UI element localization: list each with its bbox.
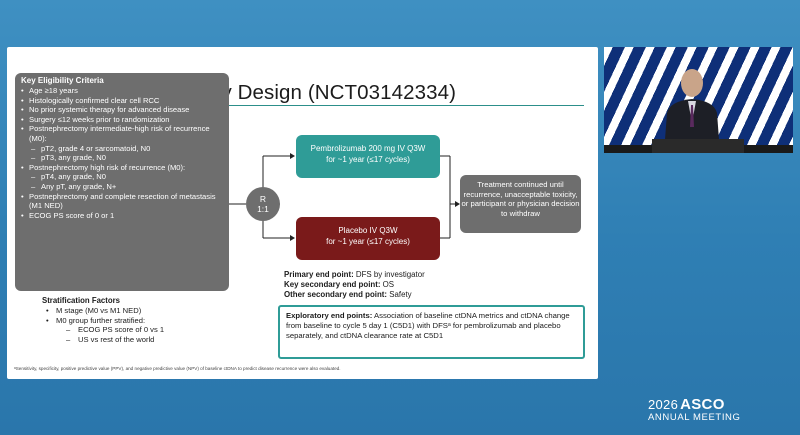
title-divider (32, 105, 584, 106)
arm-a-line1: Pembrolizumab 200 mg IV Q3W (310, 144, 426, 153)
arm-b-line1: Placebo IV Q3W (338, 226, 398, 235)
placebo-arm: Placebo IV Q3W for ~1 year (≤17 cycles) (296, 217, 440, 260)
logo-subtitle: ANNUAL MEETING (648, 412, 741, 423)
arm-b-line2: for ~1 year (≤17 cycles) (326, 236, 410, 246)
speaker-video (604, 47, 793, 153)
stratification-factors: Stratification Factors M stage (M0 vs M1… (28, 296, 228, 344)
stratification-list: M stage (M0 vs M1 NED)M0 group further s… (28, 306, 228, 344)
randomization-ratio: 1:1 (257, 204, 269, 214)
other-secondary-endpoint: Other secondary end point: Safety (284, 290, 412, 300)
stratification-heading: Stratification Factors (42, 296, 120, 305)
arrowhead-treatment (455, 201, 460, 207)
logo-year: 2026 (648, 397, 679, 412)
exploratory-text: Association of baseline ctDNA metrics an… (286, 311, 570, 340)
eligibility-list: Age ≥18 yearsHistologically confirmed cl… (21, 86, 223, 220)
arm-a-line2: for ~1 year (≤17 cycles) (326, 154, 410, 164)
stratification-item: M0 group further stratified: (28, 316, 228, 326)
eligibility-item: Postnephrectomy and complete resection o… (21, 192, 223, 211)
eligibility-item: ECOG PS score of 0 or 1 (21, 211, 223, 221)
primary-endpoint: Primary end point: DFS by investigator (284, 270, 425, 279)
eligibility-criteria-box: Key Eligibility Criteria Age ≥18 yearsHi… (15, 73, 229, 291)
stratification-item: M stage (M0 vs M1 NED) (28, 306, 228, 316)
exploratory-endpoints-box: Exploratory end points: Association of b… (278, 305, 585, 359)
arrowhead-arm-a (290, 153, 295, 159)
slide-footnote: ᵃSensitivity, specificity, positive pred… (14, 366, 341, 371)
eligibility-item: pT4, any grade, N0 (21, 172, 223, 182)
pembrolizumab-arm: Pembrolizumab 200 mg IV Q3W for ~1 year … (296, 135, 440, 178)
stratification-item: ECOG PS score of 0 vs 1 (28, 325, 228, 335)
exploratory-label: Exploratory end points: (286, 311, 373, 320)
eligibility-item: No prior systemic therapy for advanced d… (21, 105, 223, 115)
eligibility-item: Postnephrectomy high risk of recurrence … (21, 163, 223, 173)
treatment-continued-box: Treatment continued until recurrence, un… (460, 175, 581, 233)
stratification-item: US vs rest of the world (28, 335, 228, 345)
speaker-figure (604, 69, 793, 153)
eligibility-item: pT2, grade 4 or sarcomatoid, N0 (21, 144, 223, 154)
eligibility-item: Histologically confirmed clear cell RCC (21, 96, 223, 106)
arrowhead-arm-b (290, 235, 295, 241)
eligibility-item: pT3, any grade, N0 (21, 153, 223, 163)
key-secondary-endpoint: Key secondary end point: OS (284, 280, 395, 290)
eligibility-item: Surgery ≤12 weeks prior to randomization (21, 115, 223, 125)
endpoints: Primary end point: DFS by investigator K… (284, 270, 584, 301)
eligibility-item: Any pT, any grade, N+ (21, 182, 223, 192)
randomization-circle: R 1:1 (246, 187, 280, 221)
eligibility-heading: Key Eligibility Criteria (21, 76, 104, 85)
eligibility-item: Age ≥18 years (21, 86, 223, 96)
logo-brand: ASCO (680, 396, 725, 413)
eligibility-item: Postnephrectomy intermediate-high risk o… (21, 124, 223, 143)
randomization-label: R (259, 194, 267, 204)
